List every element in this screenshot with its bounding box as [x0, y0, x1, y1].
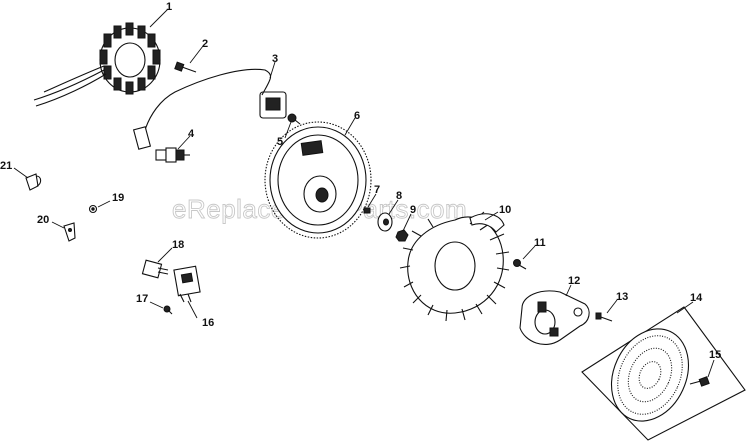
- callout-1: 1: [166, 1, 172, 13]
- part-2-bolt[interactable]: [174, 61, 197, 73]
- part-11-screw[interactable]: [513, 259, 527, 270]
- callout-7: 7: [374, 184, 380, 196]
- callout-labels: 1 2 3 4 5 6 7 8 9 10 11 12 13 14 15 16 1…: [0, 1, 721, 361]
- callout-8: 8: [396, 190, 402, 202]
- part-13-screw[interactable]: [595, 312, 613, 322]
- part-6-flywheel[interactable]: [264, 121, 372, 239]
- callout-10: 10: [499, 204, 511, 216]
- part-19-nut[interactable]: [88, 204, 98, 214]
- callout-12: 12: [568, 275, 580, 287]
- callout-11: 11: [534, 237, 546, 249]
- callout-3: 3: [272, 53, 278, 65]
- part-12-drive-cup[interactable]: [519, 290, 590, 345]
- callout-18: 18: [172, 239, 184, 251]
- part-10-fan[interactable]: [399, 211, 510, 322]
- callout-21: 21: [0, 160, 12, 172]
- callout-5: 5: [277, 136, 283, 148]
- part-15-screw[interactable]: [689, 376, 710, 387]
- callout-14: 14: [690, 292, 703, 304]
- callout-17: 17: [136, 293, 148, 305]
- part-4-spark-plug[interactable]: [155, 147, 190, 163]
- part-16-rectifier[interactable]: [173, 265, 201, 303]
- part-1-stator[interactable]: [33, 22, 161, 107]
- part-21-clip[interactable]: [25, 173, 42, 191]
- part-8-washer[interactable]: [377, 212, 393, 232]
- callout-6: 6: [354, 110, 360, 122]
- callout-16: 16: [202, 317, 214, 329]
- part-9-nut[interactable]: [395, 229, 409, 242]
- callout-13: 13: [616, 291, 628, 303]
- callout-4: 4: [188, 128, 195, 140]
- part-5-screw[interactable]: [287, 113, 301, 125]
- part-18-connector[interactable]: [141, 259, 169, 279]
- part-14-grass-screen[interactable]: [581, 306, 746, 441]
- part-20-bracket[interactable]: [63, 222, 76, 242]
- callout-19: 19: [112, 192, 124, 204]
- callout-15: 15: [709, 349, 721, 361]
- leader-lines: [13, 8, 715, 378]
- part-3-ignition-module[interactable]: [132, 68, 287, 150]
- callout-2: 2: [202, 38, 208, 50]
- callout-20: 20: [37, 214, 49, 226]
- callout-9: 9: [410, 204, 416, 216]
- part-7-key[interactable]: [363, 207, 371, 214]
- part-17-screw[interactable]: [163, 305, 173, 315]
